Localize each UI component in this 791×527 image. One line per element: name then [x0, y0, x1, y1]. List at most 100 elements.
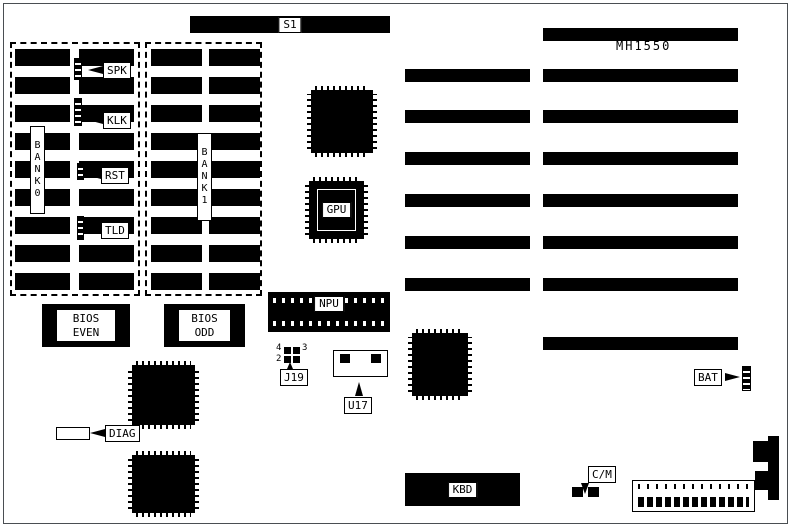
memory-chip [209, 77, 260, 94]
diag-pointer-arrow-icon [90, 429, 105, 437]
rst-jumper [77, 163, 84, 180]
memory-chip [15, 105, 70, 122]
j19-pointer-arrow-icon [287, 362, 293, 369]
power-connector-contacts [638, 497, 749, 507]
power-connector-pins [638, 484, 749, 489]
klk-label: KLK [103, 112, 131, 129]
ic-chip [128, 361, 199, 429]
isa-slot [543, 28, 738, 41]
isa-slot-extension [405, 278, 530, 291]
klk-pointer-arrow-icon [88, 116, 103, 124]
keyboard-din-connector-tab [753, 441, 769, 462]
memory-chip [79, 77, 134, 94]
bios-odd-label: BIOS ODD [178, 309, 231, 342]
u17-pad [371, 354, 381, 363]
memory-chip [209, 217, 260, 234]
npu-socket: NPU [268, 292, 390, 332]
memory-chip [209, 105, 260, 122]
bat-label: BAT [694, 369, 722, 386]
isa-slot [543, 278, 738, 291]
diag-label: DIAG [105, 425, 140, 442]
cm-pointer-arrow-icon [581, 483, 589, 494]
gpu-socket-ring [317, 189, 356, 231]
tld-label: TLD [101, 222, 129, 239]
j19-label: J19 [280, 369, 308, 386]
isa-slot-extension [405, 194, 530, 207]
memory-chip [15, 217, 70, 234]
j19-jumper-pin [293, 347, 300, 354]
memory-chip [151, 105, 202, 122]
j19-pin2-number: 2 [276, 354, 282, 364]
memory-chip [151, 133, 202, 150]
memory-chip [209, 273, 260, 290]
keyboard-din-connector-tab [755, 471, 769, 490]
tld-pointer-arrow-icon [86, 226, 101, 234]
isa-slot [543, 110, 738, 123]
bat-pointer-arrow-icon [725, 373, 740, 381]
power-connector [632, 480, 755, 512]
isa-slot [543, 152, 738, 165]
j19-pin4-number: 4 [276, 343, 282, 353]
j19-jumper-pin [284, 356, 291, 363]
ic-chip-body [132, 455, 195, 513]
spk-jumper [74, 58, 82, 80]
rst-pointer-arrow-icon [86, 171, 101, 179]
isa-slot-extension [405, 236, 530, 249]
memory-chip [79, 49, 134, 66]
u17-pointer-arrow-icon [355, 382, 363, 396]
battery-jumper [742, 366, 751, 391]
memory-chip [79, 133, 134, 150]
isa-slot-extension [405, 69, 530, 82]
memory-chip [79, 189, 134, 206]
npu-label: NPU [314, 296, 344, 312]
memory-chip [209, 161, 260, 178]
memory-chip [151, 77, 202, 94]
memory-chip [151, 273, 202, 290]
memory-chip [15, 77, 70, 94]
ic-chip [408, 329, 472, 400]
j19-jumper-pin [293, 356, 300, 363]
memory-chip [209, 49, 260, 66]
isa-slot-extension [405, 152, 530, 165]
ic-chip-body [132, 365, 195, 425]
ic-chip [128, 451, 199, 517]
bios-odd-chip: BIOS ODD [164, 304, 245, 347]
bank1-label: BANK1 [197, 133, 212, 221]
memory-chip [209, 245, 260, 262]
memory-chip [151, 245, 202, 262]
memory-chip [15, 273, 70, 290]
klk-jumper [74, 98, 82, 126]
npu-socket-holes-bottom [273, 321, 385, 326]
gpu-label: GPU [321, 202, 352, 218]
bios-even-label: BIOS EVEN [56, 309, 116, 342]
spk-label: SPK [103, 62, 131, 79]
cm-jumper-pin [572, 487, 583, 497]
isa-slot [543, 194, 738, 207]
memory-chip [151, 189, 202, 206]
memory-chip [15, 245, 70, 262]
isa-slot-extension [405, 110, 530, 123]
bios-even-line2: EVEN [72, 325, 100, 339]
kbd-label: KBD [447, 481, 478, 498]
bank0-label: BANK0 [30, 126, 45, 214]
cm-jumper-pin [588, 487, 599, 497]
memory-chip [151, 217, 202, 234]
memory-chip [79, 273, 134, 290]
memory-chip [151, 161, 202, 178]
j19-jumper-pin [284, 347, 291, 354]
gpu-chip: GPU [305, 177, 368, 243]
memory-chip [209, 189, 260, 206]
bios-even-chip: BIOS EVEN [42, 304, 130, 347]
u17-pad [340, 354, 350, 363]
memory-chip [151, 49, 202, 66]
bios-even-line1: BIOS [72, 311, 100, 325]
j19-pin3-number: 3 [302, 343, 308, 353]
rst-label: RST [101, 167, 129, 184]
bios-odd-line2: ODD [194, 325, 215, 339]
ic-chip-body [412, 333, 468, 396]
board-outline [3, 3, 788, 524]
s1-label: S1 [278, 16, 302, 33]
diag-led [56, 427, 90, 440]
tld-jumper [77, 216, 84, 240]
